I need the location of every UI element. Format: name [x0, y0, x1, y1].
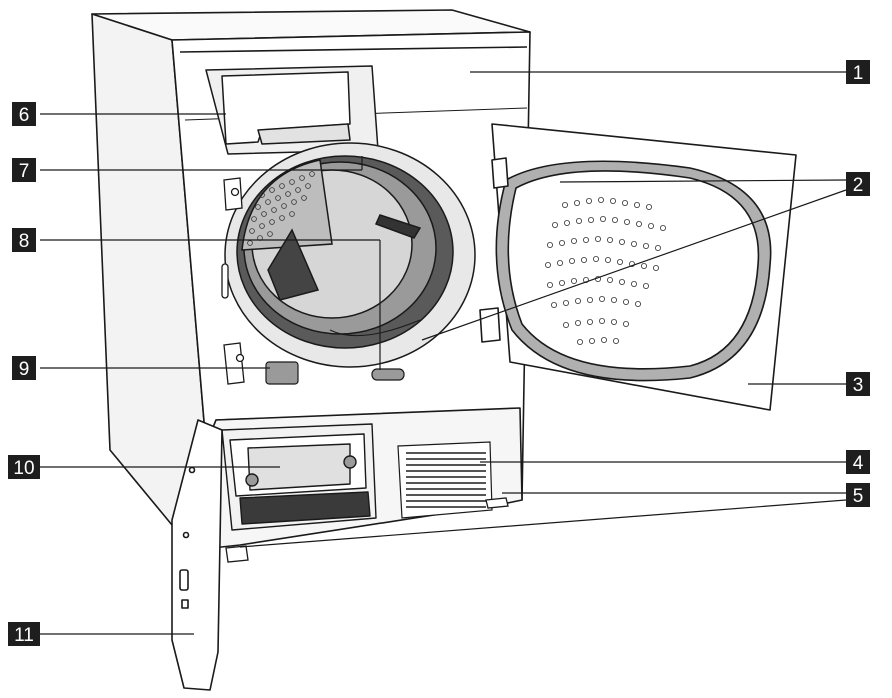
- water-container: [205, 65, 379, 155]
- drum-opening: [224, 142, 476, 368]
- callout-8: 8: [12, 228, 36, 252]
- leader-lines: [40, 71, 847, 635]
- condenser-unit: [221, 423, 377, 531]
- callout-4-label: 4: [853, 453, 864, 474]
- leader-line-5b: [239, 499, 847, 548]
- callout-4: 4: [846, 450, 870, 474]
- callout-10: 10: [8, 455, 40, 479]
- callout-11-label: 11: [14, 625, 34, 646]
- callout-11: 11: [8, 622, 40, 646]
- air-vents: [397, 441, 493, 519]
- drum-perforations: [247, 171, 315, 246]
- callout-9-label: 9: [19, 359, 30, 380]
- callout-7: 7: [12, 158, 36, 182]
- filter-handles: [265, 361, 405, 385]
- callout-5-label: 5: [853, 486, 864, 507]
- callout-3-label: 3: [853, 375, 864, 396]
- callout-8-label: 8: [19, 231, 30, 252]
- callout-3: 3: [846, 372, 870, 396]
- door-filter-mesh: [545, 196, 667, 345]
- callout-7-label: 7: [19, 161, 30, 182]
- callout-1: 1: [846, 60, 870, 84]
- adjustable-feet: [225, 497, 509, 563]
- callout-10-label: 10: [13, 458, 34, 479]
- door-catch: [221, 177, 245, 385]
- callout-9: 9: [12, 356, 36, 380]
- callout-6: 6: [12, 102, 36, 126]
- callout-5: 5: [846, 483, 870, 507]
- callout-2-label: 2: [853, 175, 864, 196]
- open-door: [479, 123, 797, 411]
- callout-2: 2: [846, 172, 870, 196]
- leader-line-2b: [421, 189, 847, 341]
- callout-1-label: 1: [853, 63, 864, 84]
- leader-line-2a: [559, 179, 847, 183]
- callout-6-label: 6: [19, 105, 30, 126]
- callouts: 1 2 3 4 5 6 7 8: [8, 60, 870, 646]
